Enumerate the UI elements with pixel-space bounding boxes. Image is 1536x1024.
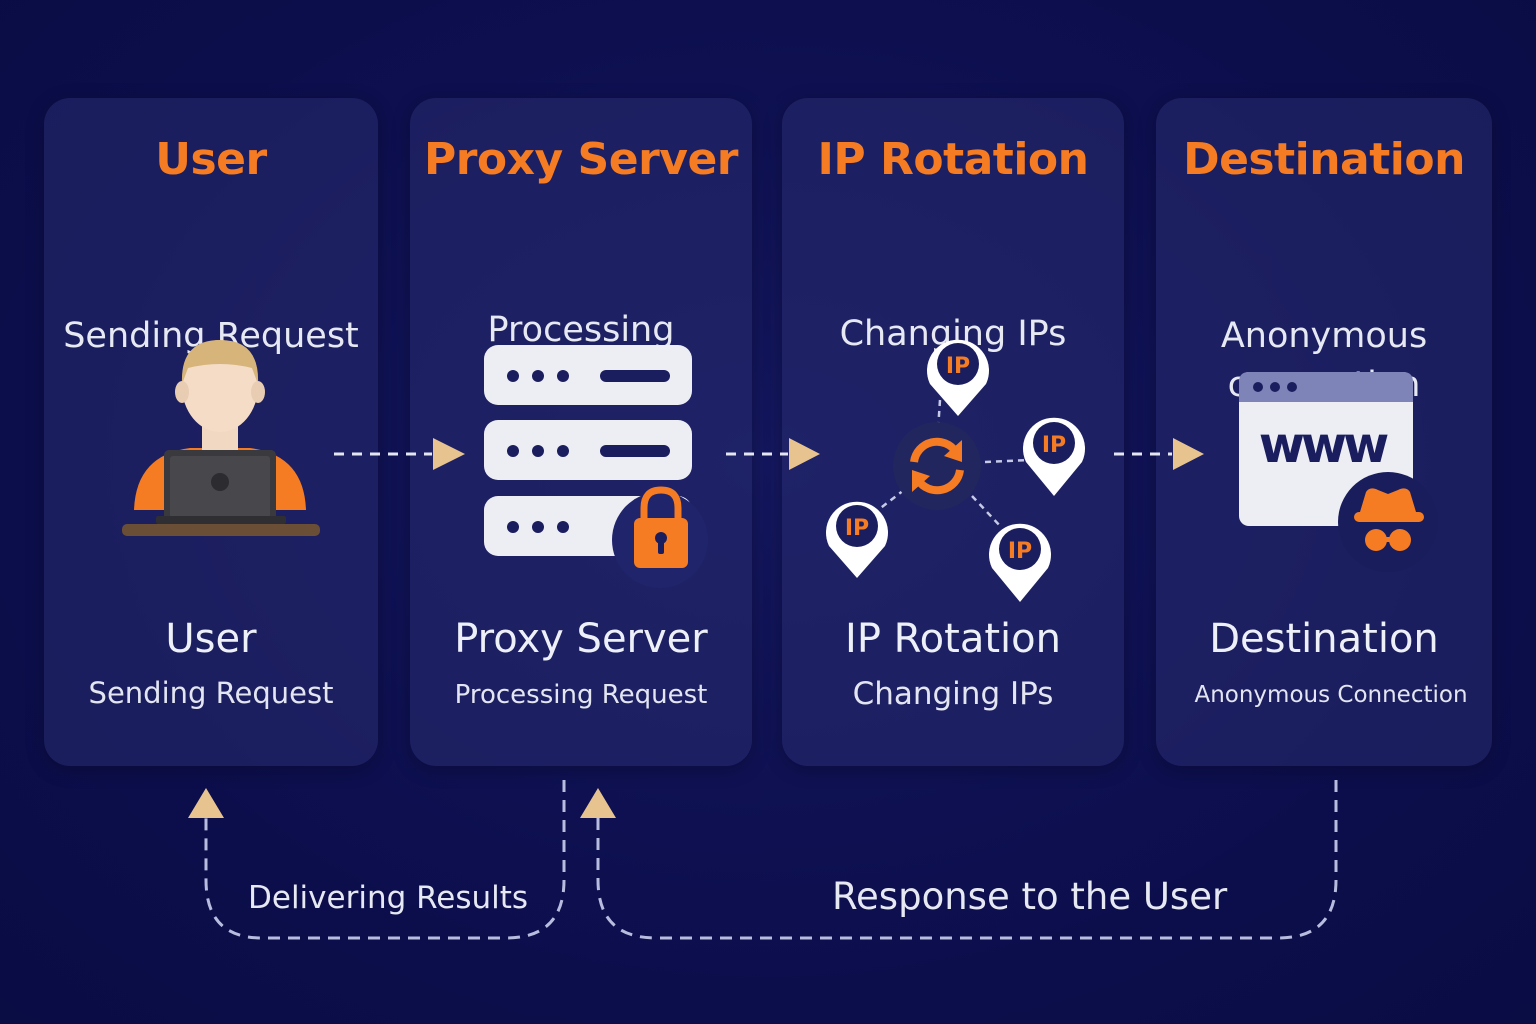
ip-pin-label: IP	[1042, 433, 1066, 458]
step-label: User	[165, 616, 257, 662]
ip-pin-label: IP	[845, 516, 869, 541]
return-arrow-response	[580, 780, 1338, 940]
step-label: Destination	[1209, 616, 1439, 662]
ip-pin-label: IP	[1008, 539, 1032, 564]
delivering-results-label: Delivering Results	[248, 880, 529, 916]
return-arrow-delivering	[188, 780, 566, 940]
ip-rotation-icon: IP IP IP IP	[826, 339, 1085, 602]
step-title: Proxy Server	[423, 134, 739, 185]
forward-arrow	[726, 438, 820, 470]
forward-arrow	[1114, 438, 1204, 470]
step-title: Destination	[1183, 134, 1465, 185]
step-caption: Processing Request	[454, 680, 708, 710]
step-label: Proxy Server	[454, 616, 708, 662]
ip-pin-label: IP	[946, 354, 970, 379]
browser-www-incognito-icon: www	[1239, 372, 1438, 572]
www-text: www	[1259, 416, 1388, 474]
server-lock-icon	[484, 345, 708, 588]
step-caption: Sending Request	[88, 676, 334, 710]
step-label: IP Rotation	[845, 616, 1061, 662]
step-caption: Anonymous Connection	[1194, 682, 1468, 708]
ip-pin-icon: IP	[927, 339, 989, 416]
user-laptop-icon	[122, 340, 320, 536]
step-subtitle: Processing	[487, 310, 675, 350]
ip-pin-icon: IP	[988, 523, 1051, 602]
response-to-user-label: Response to the User	[832, 875, 1228, 918]
step-card-user: User Sending Request User Sending Reques…	[44, 98, 378, 766]
step-caption: Changing IPs	[852, 676, 1054, 712]
ip-pin-icon: IP	[1022, 417, 1085, 496]
step-subtitle-line1: Anonymous	[1220, 316, 1428, 356]
step-title: IP Rotation	[817, 134, 1089, 185]
step-title: User	[155, 134, 267, 185]
forward-arrow	[334, 438, 465, 470]
ip-pin-icon: IP	[826, 501, 888, 578]
